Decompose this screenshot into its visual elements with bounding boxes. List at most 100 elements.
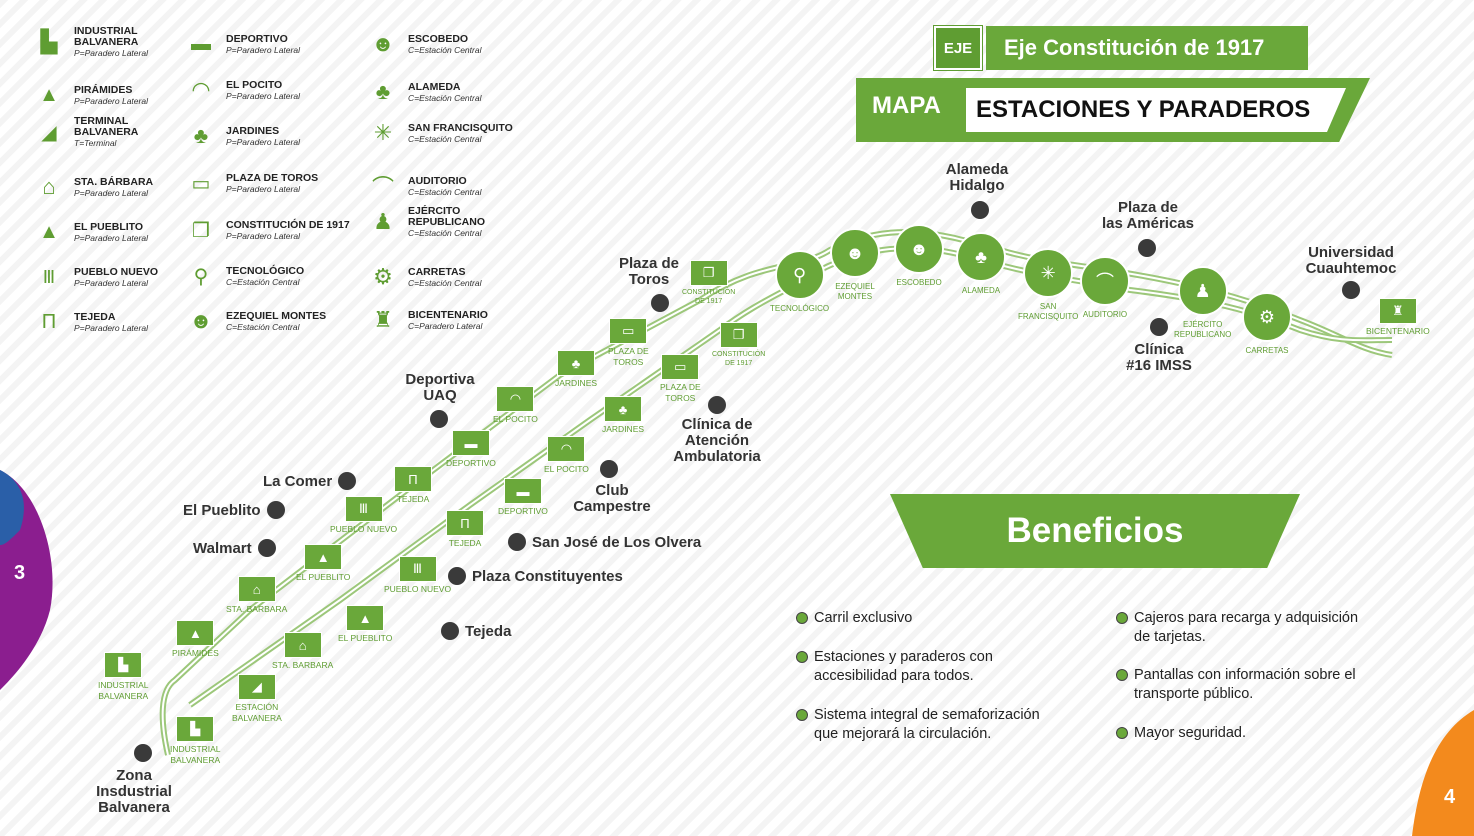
station-label: EZEQUIEL MONTES	[835, 282, 875, 301]
benefit-item: Cajeros para recarga y adquisición de ta…	[1116, 609, 1358, 647]
pyramid-step-icon: ▲	[346, 605, 385, 631]
network-icon: ⚲	[193, 265, 209, 288]
legend-sub: P=Paradero Lateral	[74, 187, 148, 198]
monument-icon: ♜	[373, 307, 393, 332]
church-icon: ⌂	[42, 174, 56, 199]
tree-icon: ♣	[193, 123, 209, 148]
station-label: TECNOLÓGICO	[770, 304, 830, 313]
auditorium-icon: ⌒	[1080, 256, 1130, 306]
landmark-dot	[441, 622, 459, 640]
legend-sub: P=Paradero Lateral	[226, 183, 300, 194]
well-icon: ◠	[191, 77, 211, 102]
soldier-icon: ♟	[373, 209, 393, 234]
book-icon: ❐	[689, 260, 728, 286]
landmark-el-pueblito: El Pueblito	[183, 501, 285, 519]
landmark-clinica-16-imss: Clínica #16 IMSS	[1126, 341, 1192, 374]
benefit-item: Carril exclusivo	[796, 609, 912, 628]
station-label: DEPORTIVO	[446, 458, 496, 468]
arch-building-icon: Ⅲ	[42, 266, 56, 287]
well-icon: ◠	[547, 436, 586, 462]
trees-icon: ♣	[375, 79, 391, 104]
pyramid-step-icon: ▲	[39, 220, 59, 243]
station-label: DEPORTIVO	[498, 506, 548, 516]
central-station-san-francisquito: ✳SAN FRANCISQUITO	[1018, 248, 1078, 322]
landmark-zona-industrial: Zona Insdustrial Balvanera	[96, 767, 172, 816]
station-label: PLAZA DE TOROS	[660, 382, 701, 403]
cart-icon: ⚙	[373, 264, 393, 289]
station-jardines: ♣ JARDINES	[555, 350, 597, 389]
legend-name: EL PUEBLITO	[74, 220, 144, 233]
station-el-pueblito: ▲EL PUEBLITO	[296, 544, 350, 583]
trees-icon: ♣	[956, 232, 1006, 282]
mapa-label: MAPA	[872, 92, 941, 119]
station-label: AUDITORIO	[1082, 310, 1128, 319]
legend-sub: P=Paradero Lateral	[226, 230, 300, 241]
station-label: TEJEDA	[396, 494, 430, 504]
pyramids-icon: ▲	[176, 620, 215, 646]
landmark-dot	[600, 460, 618, 478]
station-jardines-2: ♣JARDINES	[602, 396, 644, 435]
station-label: CARRETAS	[1245, 346, 1289, 355]
landmark-dot	[430, 410, 448, 428]
legend-sub: C=Estación Central	[408, 228, 482, 238]
landmark-dot	[508, 533, 526, 551]
legend-name: PUEBLO NUEVO	[74, 265, 159, 278]
station-plaza-de-toros: ▭PLAZA DE TOROS	[608, 318, 649, 368]
agave-icon: ✳	[1023, 248, 1074, 298]
landmark-universidad-cuauhtemoc: Universidad Cuauhtemoc	[1305, 244, 1397, 277]
station-estacion-balvanera: ◢ESTACIÓN BALVANERA	[232, 674, 282, 724]
station-label: EL PUEBLITO	[296, 572, 351, 582]
legend-name: TERMINAL BALVANERA	[74, 115, 139, 138]
landmark-san-jose-olvera: San José de Los Olvera	[508, 533, 701, 551]
station-label: JARDINES	[555, 378, 598, 388]
legend-sub: P=Paradero Lateral	[226, 90, 300, 101]
church-icon: ⌂	[283, 632, 322, 658]
legend-name: INDUSTRIAL BALVANERA	[74, 25, 139, 48]
station-label: EJÉRCITO REPUBLICANO	[1174, 320, 1232, 339]
landmark-alameda-hidalgo: Alameda Hidalgo	[945, 161, 1009, 194]
station-industrial-balvanera-2: ▙INDUSTRIAL BALVANERA	[170, 716, 221, 766]
page-number-right: 4	[1444, 786, 1456, 808]
portrait-icon: ☻	[830, 228, 880, 278]
landmark-la-comer: La Comer	[263, 472, 357, 490]
station-label: JARDINES	[602, 424, 645, 434]
legend-sub: P=Paradero Lateral	[226, 44, 300, 55]
factory-icon: ▙	[104, 652, 143, 678]
legend-sub: T=Terminal	[74, 138, 117, 148]
station-label: BICENTENARIO	[1366, 326, 1430, 336]
benefit-item: Pantallas con información sobre el trans…	[1116, 666, 1356, 704]
legend-name: SAN FRANCISQUITO	[408, 121, 513, 134]
station-label: PUEBLO NUEVO	[384, 584, 452, 594]
legend-name: TEJEDA	[74, 310, 116, 323]
legend-name: EZEQUIEL MONTES	[226, 309, 327, 322]
legend-name: TECNOLÓGICO	[226, 264, 305, 277]
page-title: Eje Constitución de 1917	[986, 26, 1308, 70]
soldier-icon: ♟	[1177, 266, 1228, 316]
benefit-item: Sistema integral de semaforización que m…	[796, 706, 1040, 744]
station-label: INDUSTRIAL BALVANERA	[170, 744, 221, 765]
legend-name: AUDITORIO	[408, 174, 467, 187]
bullring-icon: ▭	[661, 354, 700, 380]
landmark-dot	[1342, 281, 1360, 299]
legend-name: PIRÁMIDES	[74, 83, 133, 96]
gate-icon: Π	[41, 310, 57, 333]
tree-icon: ♣	[557, 350, 596, 376]
legend-name: EL POCITO	[226, 78, 283, 91]
legend-sub: P=Paradero Lateral	[74, 48, 148, 58]
legend-sub: C=Estación Central	[408, 186, 482, 197]
station-constitucion-1917-2: ❐CONSTITUCIÓN DE 1917	[712, 322, 765, 368]
beneficios-banner: Beneficios	[890, 494, 1300, 568]
page-number-left: 3	[14, 562, 26, 584]
terminal-icon: ◢	[237, 674, 276, 700]
portrait-icon: ☻	[189, 308, 213, 333]
